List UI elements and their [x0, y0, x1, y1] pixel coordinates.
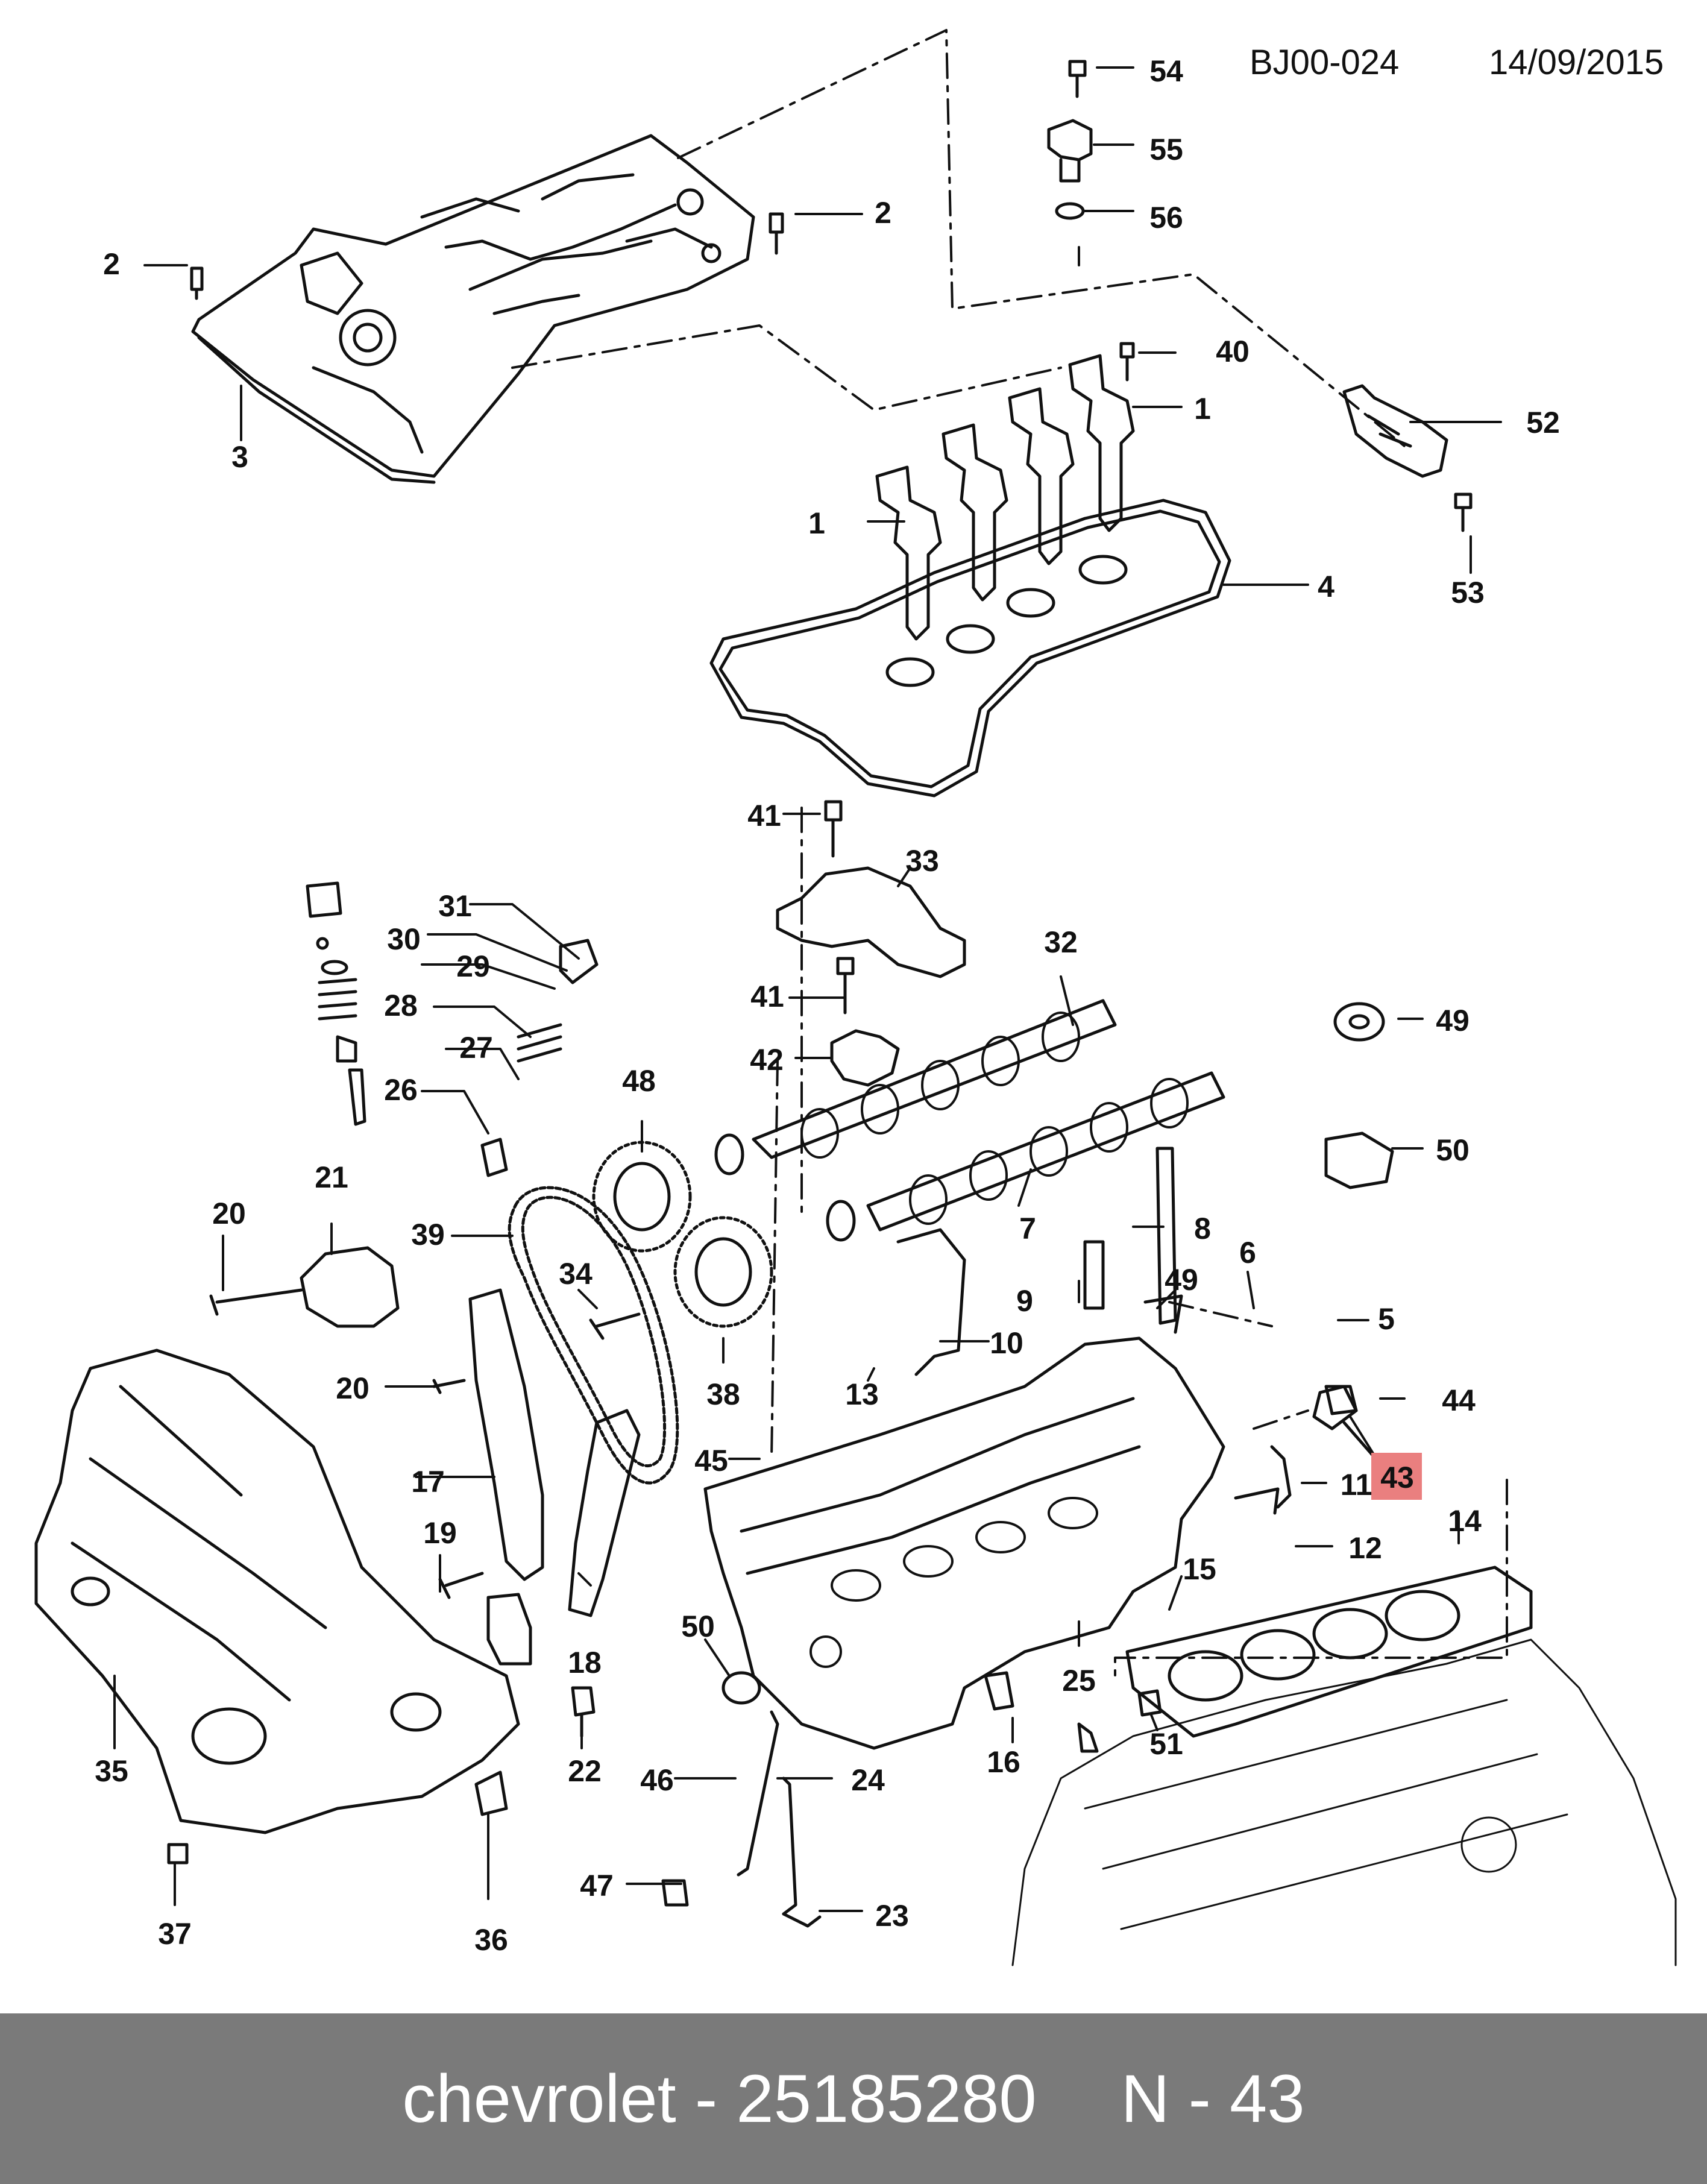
callout-30: 30 [387, 922, 421, 956]
callout-43: 43 [1380, 1461, 1414, 1494]
callout-50a: 50 [1436, 1133, 1470, 1167]
callout-2a: 2 [875, 196, 891, 230]
callout-41a: 41 [747, 799, 781, 832]
timing-cover-35 [34, 1348, 520, 1834]
footer-separator: - [676, 2061, 737, 2136]
callout-12: 12 [1348, 1531, 1382, 1565]
chain-guides [468, 1288, 641, 1617]
callout-25: 25 [1062, 1664, 1096, 1698]
callout-17: 17 [411, 1465, 445, 1499]
callout-46: 46 [640, 1763, 674, 1797]
callout-22: 22 [568, 1754, 602, 1788]
valve-train-parts [306, 881, 599, 1177]
callout-28: 28 [384, 989, 418, 1022]
oil-control-valve-52 [1342, 384, 1448, 478]
leader-lines [113, 66, 1502, 1912]
callout-29: 29 [456, 949, 490, 983]
misc-parts [167, 1002, 1394, 1928]
valve-cover-gasket-4 [709, 499, 1231, 798]
diagram-code: BJ00-024 [1250, 43, 1400, 82]
callout-32: 32 [1044, 925, 1078, 959]
callout-6: 6 [1239, 1236, 1256, 1270]
callout-15: 15 [1183, 1552, 1216, 1586]
callout-11: 11 [1341, 1468, 1372, 1502]
callout-24: 24 [851, 1763, 885, 1797]
callout-2b: 2 [103, 247, 120, 281]
callout-53: 53 [1451, 576, 1485, 609]
footer-brand: chevrolet [402, 2061, 676, 2136]
callout-48: 48 [622, 1064, 656, 1098]
callout-52: 52 [1526, 406, 1560, 439]
callout-54: 54 [1149, 54, 1183, 88]
callout-41b: 41 [750, 980, 784, 1013]
cylinder-head-25 [703, 1336, 1225, 1750]
callout-4: 4 [1318, 570, 1334, 603]
callout-16: 16 [987, 1745, 1020, 1779]
callout-10: 10 [990, 1326, 1023, 1360]
callout-55: 55 [1149, 133, 1183, 166]
engine-block [1011, 1638, 1677, 1966]
part-drawings [34, 29, 1677, 1966]
callout-56: 56 [1149, 201, 1183, 234]
callout-45: 45 [694, 1444, 728, 1478]
camshaft-sensor-55 [1047, 119, 1093, 220]
callout-35: 35 [95, 1754, 128, 1788]
footer-part-number: 25185280 [736, 2061, 1037, 2136]
callout-38: 38 [706, 1377, 740, 1411]
callout-39: 39 [411, 1218, 445, 1251]
callout-44: 44 [1442, 1383, 1476, 1417]
callout-50b: 50 [681, 1610, 715, 1643]
callout-5: 5 [1378, 1302, 1395, 1336]
dashed-reference-lines [511, 29, 1508, 1677]
head-gasket-14 [1125, 1566, 1533, 1738]
bolts-small [190, 60, 1473, 532]
timing-chain-39 [508, 1186, 679, 1485]
callout-43-highlight [1371, 1453, 1422, 1500]
exploded-parts-diagram: 5455562234011525344133313029282726414232… [34, 29, 1677, 1966]
callout-8: 8 [1194, 1212, 1211, 1245]
callout-9: 9 [1016, 1284, 1033, 1318]
callout-34: 34 [559, 1257, 593, 1291]
camshaft-caps [776, 800, 966, 1087]
callout-18: 18 [568, 1646, 602, 1679]
callout-1b: 1 [808, 506, 825, 540]
cam-sprockets [592, 1141, 773, 1328]
callout-51: 51 [1149, 1727, 1183, 1761]
callout-33: 33 [905, 844, 939, 878]
callout-21: 21 [315, 1160, 348, 1194]
callout-49b: 49 [1165, 1263, 1198, 1297]
callout-26: 26 [384, 1073, 418, 1107]
callout-47: 47 [580, 1869, 614, 1902]
tensioner-21 [209, 1246, 641, 1599]
callout-23: 23 [875, 1899, 909, 1933]
callout-7: 7 [1019, 1212, 1036, 1245]
diagram-date: 14/09/2015 [1489, 43, 1664, 82]
callout-37: 37 [158, 1917, 192, 1951]
callout-13: 13 [845, 1377, 879, 1411]
part-reference-footer: chevrolet - 25185280 N - 43 [0, 2013, 1707, 2184]
footer-ref-label: N - 43 [1121, 2061, 1305, 2136]
callout-1a: 1 [1194, 392, 1211, 426]
camshafts-32-7 [714, 999, 1225, 1242]
callout-labels: 5455562234011525344133313029282726414232… [95, 54, 1560, 1957]
callout-3: 3 [231, 440, 248, 474]
callout-36: 36 [474, 1923, 508, 1957]
callout-49a: 49 [1436, 1004, 1470, 1037]
ignition-coils-1 [875, 354, 1135, 641]
callout-19: 19 [423, 1516, 457, 1550]
callout-20b: 20 [336, 1371, 369, 1405]
callout-42: 42 [750, 1043, 784, 1077]
callout-27: 27 [459, 1031, 493, 1065]
valve-cover-3 [191, 134, 755, 484]
callout-40: 40 [1216, 335, 1250, 368]
callout-14: 14 [1448, 1504, 1482, 1538]
callout-20a: 20 [212, 1197, 246, 1230]
callout-31: 31 [438, 889, 472, 923]
